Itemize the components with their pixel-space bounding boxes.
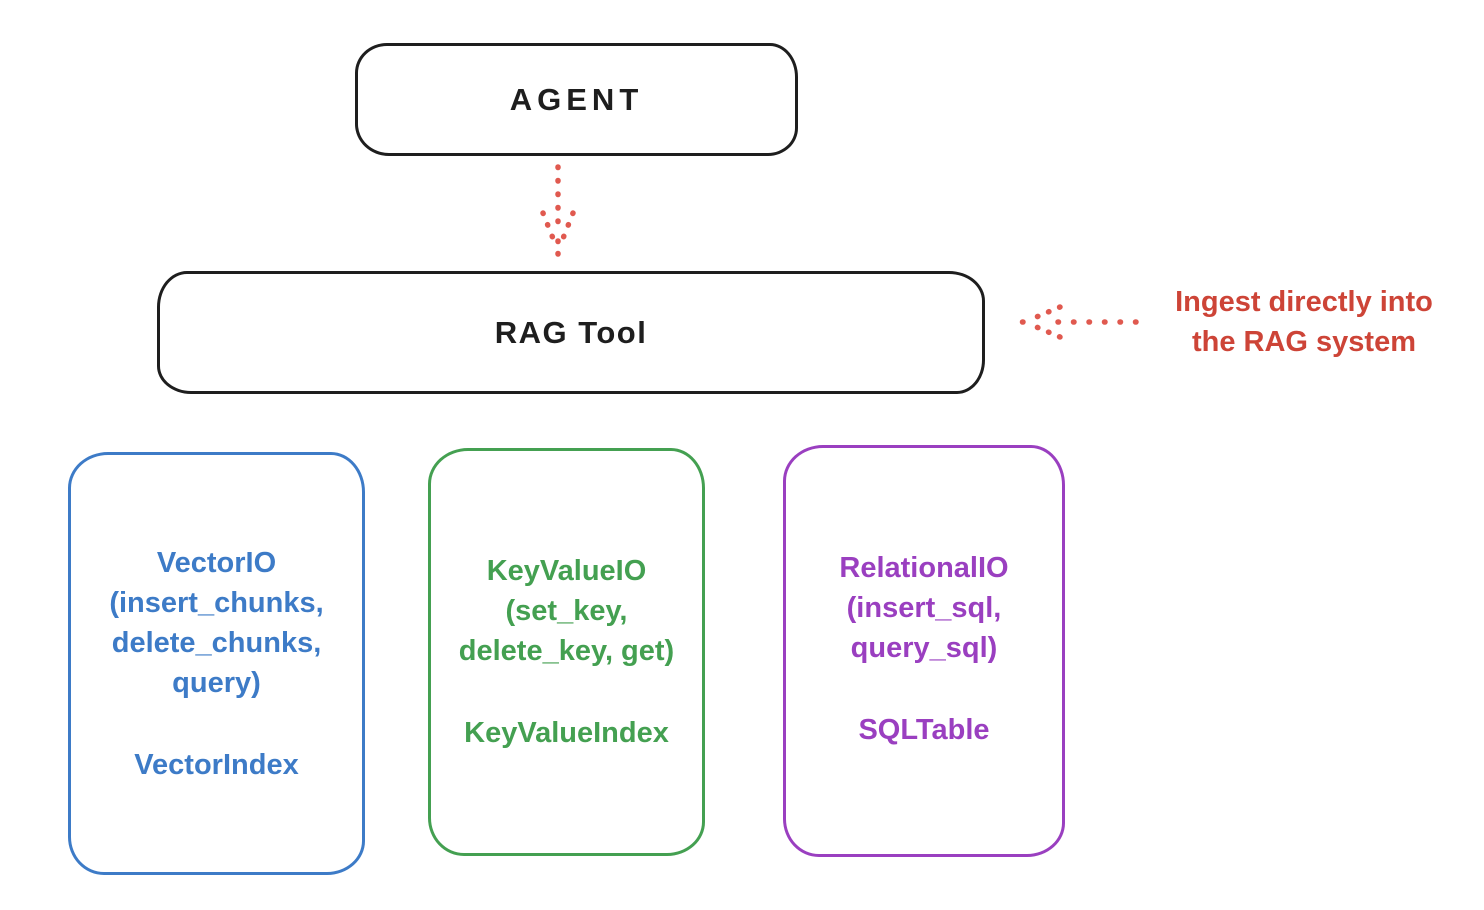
vector-io-line: VectorIO	[156, 547, 277, 579]
vector-io-line: delete_chunks,	[111, 627, 322, 659]
sqltable-label: SQLTable	[858, 714, 990, 746]
vector-io-line: (insert_chunks,	[109, 587, 324, 619]
vector-index-label: VectorIndex	[134, 749, 299, 781]
ingest-annotation: Ingest directly into the RAG system	[1128, 282, 1480, 362]
agent-label: AGENT	[509, 81, 644, 117]
keyvalue-io-node: KeyValueIO (set_key, delete_key, get) Ke…	[428, 448, 705, 856]
keyvalue-index-label: KeyValueIndex	[464, 717, 669, 749]
keyvalue-io-line: (set_key,	[505, 595, 628, 627]
rag-tool-node: RAG Tool	[157, 271, 985, 394]
relational-io-node: RelationalIO (insert_sql, query_sql) SQL…	[783, 445, 1065, 857]
agent-node: AGENT	[355, 43, 798, 156]
vector-io-node: VectorIO (insert_chunks, delete_chunks, …	[68, 452, 365, 875]
keyvalue-io-line: delete_key, get)	[458, 635, 675, 667]
keyvalue-io-line: KeyValueIO	[486, 555, 647, 587]
arrow-agent-to-ragtool	[540, 164, 576, 257]
relational-io-line: query_sql)	[850, 632, 998, 664]
relational-io-line: (insert_sql,	[846, 592, 1002, 624]
ingest-annotation-line1: Ingest directly into	[1175, 286, 1433, 318]
ingest-annotation-line2: the RAG system	[1191, 326, 1416, 358]
rag-tool-label: RAG Tool	[494, 314, 648, 350]
relational-io-line: RelationalIO	[839, 552, 1009, 584]
arrow-ingest-to-ragtool	[1019, 304, 1139, 340]
vector-io-line: query)	[172, 667, 261, 699]
